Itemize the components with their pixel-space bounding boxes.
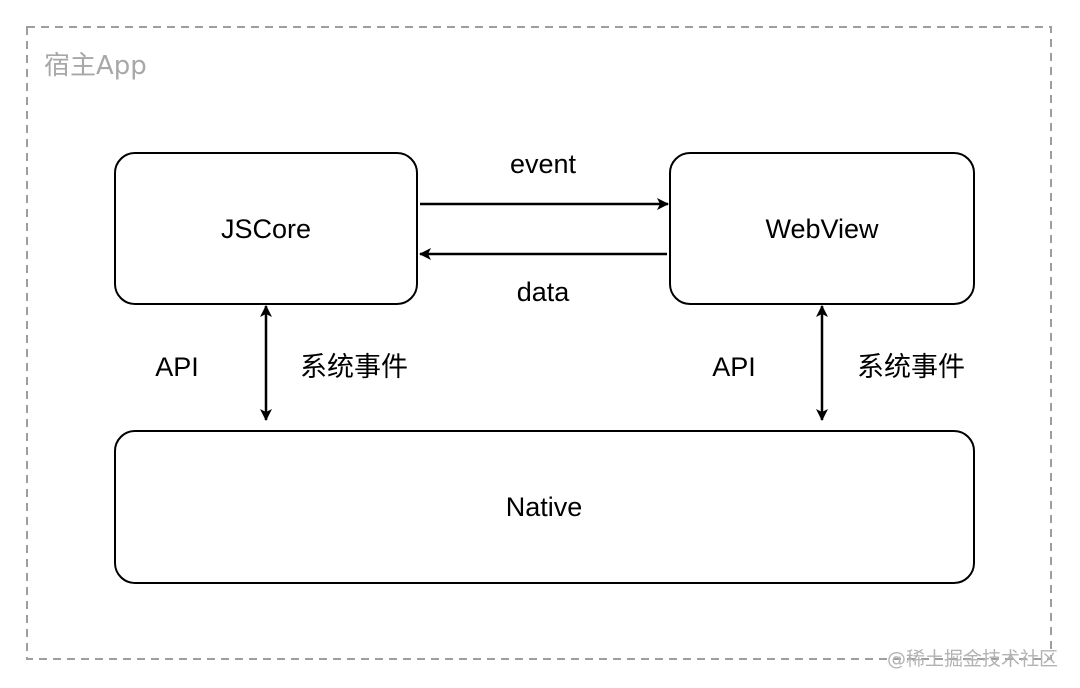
webview-node: WebView — [669, 152, 975, 305]
left-api-label: API — [155, 352, 199, 382]
host-app-border — [26, 26, 1052, 660]
native-label: Native — [506, 492, 583, 522]
data-label: data — [517, 277, 571, 307]
event-label: event — [510, 149, 577, 179]
jscore-label: JSCore — [221, 214, 311, 244]
data-edge: data — [419, 248, 667, 307]
webview-label: WebView — [765, 214, 879, 244]
webview-native-edge: API 系统事件 — [712, 305, 965, 421]
jscore-box — [114, 152, 418, 305]
native-box — [114, 430, 975, 584]
host-app-title: 宿主App — [44, 51, 147, 81]
watermark-text: @稀土掘金技术社区 — [887, 648, 1058, 670]
right-api-label: API — [712, 352, 756, 382]
event-edge: event — [420, 149, 669, 210]
right-system-events-label: 系统事件 — [857, 352, 965, 382]
native-node: Native — [114, 430, 975, 584]
jscore-node: JSCore — [114, 152, 418, 305]
host-app-container: 宿主App — [26, 26, 1052, 660]
webview-box — [669, 152, 975, 305]
jscore-native-edge: API 系统事件 — [155, 305, 408, 421]
left-system-events-label: 系统事件 — [300, 352, 408, 382]
